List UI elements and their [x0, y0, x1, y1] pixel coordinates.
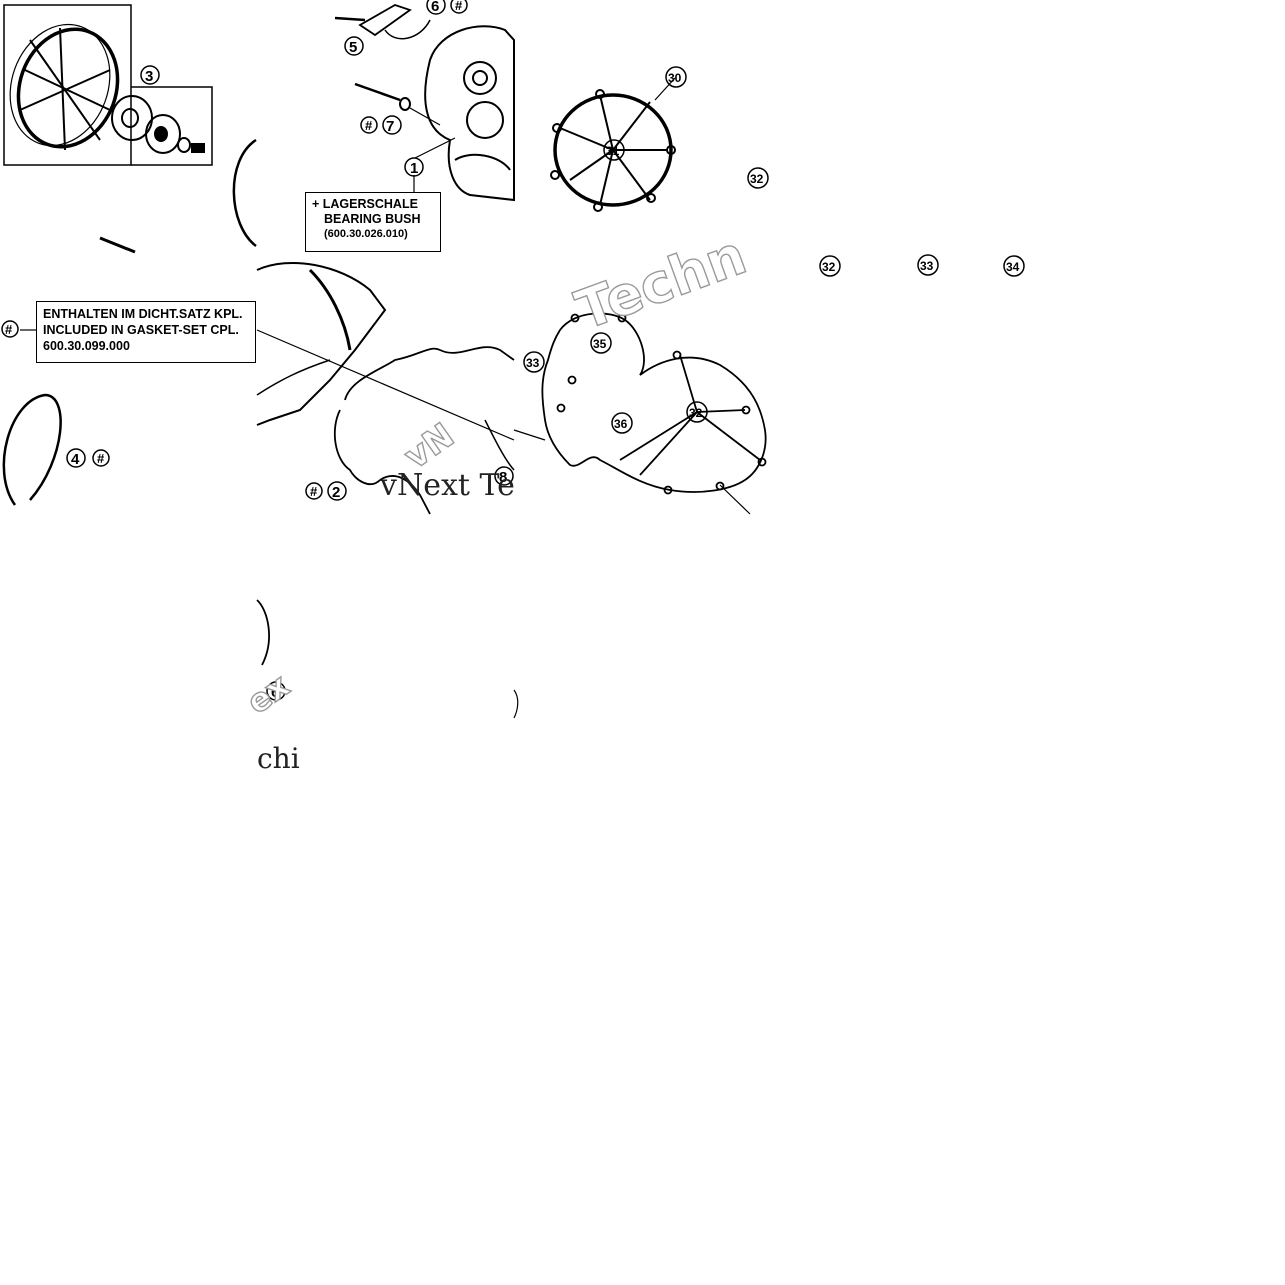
tile-top-center: [334, 4, 515, 202]
callout-30: 30: [668, 71, 682, 85]
callout-34: 34: [1006, 260, 1020, 274]
callout-8: 8: [499, 469, 507, 486]
tile-middle-left: [2, 329, 62, 506]
callout-hash-4: #: [97, 451, 105, 466]
watermark-vnext: vNext Te: [379, 468, 515, 503]
callout-3: 3: [145, 68, 153, 85]
bearing-note-line-2: BEARING BUSH: [324, 212, 421, 226]
gasket-set-note: ENTHALTEN IM DICHT.SATZ KPL. INCLUDED IN…: [36, 301, 256, 363]
gasket-note-line-2: INCLUDED IN GASKET-SET CPL.: [43, 323, 239, 337]
callout-hash-2: #: [310, 484, 318, 499]
bearing-bush-note: + LAGERSCHALE BEARING BUSH (600.30.026.0…: [305, 192, 441, 252]
callout-hash-7: #: [365, 118, 373, 133]
callout-6-b: 6: [271, 684, 279, 701]
callout-5: 5: [349, 39, 357, 56]
bearing-note-line-1: + LAGERSCHALE: [312, 197, 418, 211]
watermark-chi: chi: [257, 742, 300, 775]
callout-hash-6: #: [455, 0, 463, 13]
callout-31: 31: [606, 144, 620, 158]
callout-2: 2: [332, 484, 340, 501]
callout-4: 4: [71, 451, 80, 468]
tile-middle-right: [513, 312, 767, 515]
gasket-note-line-3: 600.30.099.000: [43, 339, 130, 353]
callout-32-c: 32: [689, 406, 703, 420]
bearing-note-line-3: (600.30.026.010): [324, 228, 408, 240]
callout-35: 35: [593, 337, 607, 351]
callout-7: 7: [386, 118, 394, 135]
callout-hash-gasket: #: [5, 322, 13, 337]
callout-1: 1: [410, 160, 418, 177]
tile-top-left: [3, 4, 257, 254]
gasket-note-line-1: ENTHALTEN IM DICHT.SATZ KPL.: [43, 307, 243, 321]
tile-bottom-center-fragment: [256, 599, 519, 719]
callout-36: 36: [614, 417, 628, 431]
tile-middle-center: [256, 261, 515, 515]
callout-33-b: 33: [526, 356, 540, 370]
callout-6: 6: [431, 0, 439, 15]
callout-32-a: 32: [750, 172, 764, 186]
callout-32-b: 32: [822, 260, 836, 274]
callout-33-a: 33: [920, 259, 934, 273]
